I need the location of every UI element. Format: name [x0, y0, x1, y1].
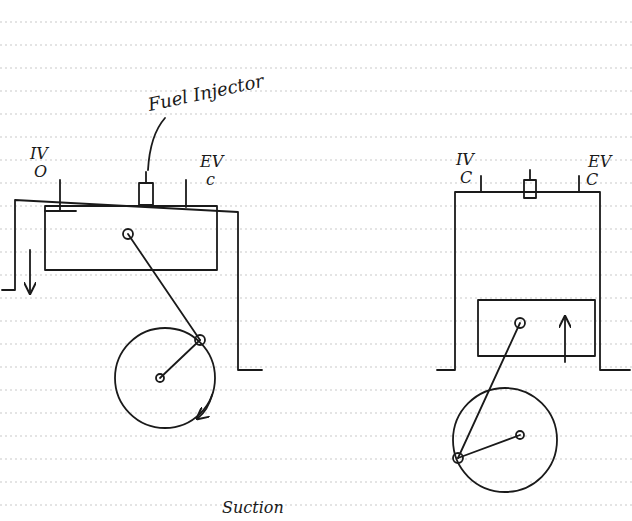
intake-valve: [59, 180, 61, 210]
cylinder-wall: [2, 200, 262, 370]
crank-circle: [115, 328, 215, 428]
crank-arm: [458, 435, 520, 458]
fuel-injector: [529, 170, 531, 180]
intake-valve-head: [45, 210, 76, 212]
valve-label: O: [34, 164, 47, 180]
valve-label: IV: [456, 152, 474, 168]
cylinder-wall: [437, 192, 630, 370]
crank-arm: [160, 340, 200, 378]
connecting-rod: [458, 323, 520, 458]
fuel-injector: [145, 172, 147, 183]
leader-line: [148, 118, 165, 170]
crank-centre: [156, 374, 164, 382]
crank-pin: [453, 453, 463, 463]
crank-circle: [453, 388, 557, 492]
note-text: Suction: [222, 500, 284, 516]
valve-label: IV: [30, 146, 48, 162]
valve-label: c: [206, 172, 215, 188]
fuel-injector: [524, 180, 536, 198]
crank-pin: [195, 335, 205, 345]
motion-arrow: [564, 318, 566, 362]
valve-label: C: [586, 172, 598, 188]
valve-label: C: [460, 170, 472, 186]
exhaust-valve: [578, 176, 580, 192]
part-label: Fuel Injector: [146, 72, 265, 114]
motion-arrow: [29, 250, 31, 292]
valve-label: EV: [200, 154, 223, 170]
crank-centre: [516, 431, 524, 439]
connecting-rod: [128, 234, 200, 340]
valve-label: EV: [588, 154, 611, 170]
piston: [478, 300, 595, 356]
exhaust-valve: [185, 180, 187, 207]
rotation-arrow: [198, 395, 212, 418]
intake-valve: [480, 176, 482, 192]
fuel-injector: [139, 183, 153, 205]
ruled-lines: [0, 22, 632, 505]
